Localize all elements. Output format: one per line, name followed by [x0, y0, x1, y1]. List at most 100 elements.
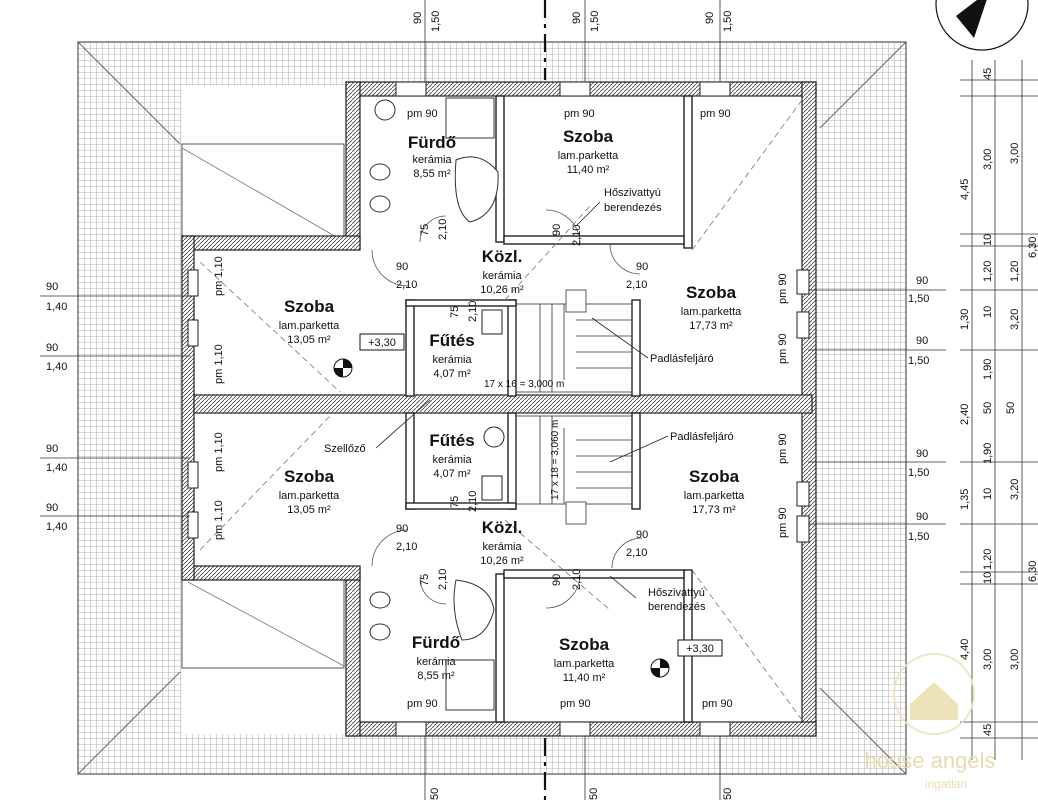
vent-label: Szellőző — [324, 443, 366, 455]
dim-label: 4,40 — [959, 639, 971, 660]
left-dim: 90 — [46, 443, 58, 455]
door-width: 75 — [419, 574, 431, 586]
room-labels: Fürdő kerámia 8,55 m² Szoba lam.parketta… — [279, 127, 745, 684]
opening-pm110: pm 1,10 — [213, 432, 225, 472]
room-area: 11,40 m² — [567, 164, 610, 176]
room-name: Szoba — [686, 283, 737, 302]
bottom-window-dims: 50 50 50 — [424, 736, 734, 800]
opening-pm90: pm 90 — [564, 108, 595, 120]
attic-stair-label: Padlásfeljáró — [670, 431, 734, 443]
stair-bottom-label: 17 x 18 = 3,060 m — [550, 420, 561, 500]
right-dim: 1,50 — [908, 355, 929, 367]
room-area: 10,26 m² — [480, 284, 524, 296]
stair-top-label: 17 x 16 = 3,000 m — [484, 379, 564, 390]
dim-label: 1,90 — [982, 443, 994, 464]
dim-label: 10 — [982, 572, 994, 584]
dim-label: 2,40 — [959, 404, 971, 425]
windows-right — [187, 81, 810, 737]
room-material: lam.parketta — [554, 658, 615, 670]
stairs — [515, 289, 633, 525]
dim-label: 3,00 — [1009, 143, 1021, 164]
room-area: 4,07 m² — [433, 368, 471, 380]
right-dim: 1,50 — [908, 467, 929, 479]
opening-pm90: pm 90 — [407, 108, 438, 120]
top-dim: 1,50 — [589, 11, 601, 32]
door-height: 2,10 — [396, 541, 417, 553]
callouts — [375, 201, 669, 599]
watermark-logo: house angels ingatlan — [865, 653, 996, 791]
opening-pm90: pm 90 — [407, 698, 438, 710]
dim-label: 1,30 — [959, 309, 971, 330]
north-arrow-icon — [935, 0, 1029, 51]
left-dim: 1,40 — [46, 301, 67, 313]
dim-label: 6,30 — [1027, 237, 1038, 258]
dim-label: 3,00 — [982, 649, 994, 670]
opening-pm110: pm 1,10 — [213, 500, 225, 540]
opening-pm90: pm 90 — [777, 433, 789, 464]
room-area: 11,40 m² — [563, 672, 606, 684]
room-area: 4,07 m² — [433, 468, 471, 480]
room-area: 17,73 m² — [689, 320, 733, 332]
room-material: kerámia — [412, 154, 452, 166]
right-window-dims — [808, 289, 946, 525]
door-width: 90 — [396, 261, 408, 273]
room-material: kerámia — [482, 541, 522, 553]
top-dim: 90 — [704, 12, 716, 24]
door-height: 2,10 — [467, 491, 479, 512]
door-width: 90 — [551, 224, 563, 236]
heat-pump-label: Hőszivattyú — [648, 587, 705, 599]
exterior-walls — [181, 81, 817, 737]
dim-label: 1,20 — [982, 549, 994, 570]
door-width: 75 — [449, 496, 461, 508]
opening-pm90: pm 90 — [702, 698, 733, 710]
heat-pump-label: berendezés — [648, 601, 706, 613]
room-material: kerámia — [432, 354, 472, 366]
room-name: Szoba — [563, 127, 614, 146]
room-material: lam.parketta — [684, 490, 745, 502]
dim-label: 1,90 — [982, 359, 994, 380]
dim-label: 10 — [982, 488, 994, 500]
dim-label: 1,35 — [959, 489, 971, 510]
dim-label: 1,20 — [1009, 261, 1021, 282]
bottom-dim: 50 — [722, 788, 734, 800]
door-height: 2,10 — [571, 225, 583, 246]
opening-pm90: pm 90 — [560, 698, 591, 710]
bottom-dim: 50 — [429, 788, 441, 800]
right-dim: 90 — [916, 335, 928, 347]
room-material: kerámia — [432, 454, 472, 466]
heat-pump-label: Hőszivattyú — [604, 187, 661, 199]
dim-label: 3,20 — [1009, 479, 1021, 500]
door-width: 90 — [636, 261, 648, 273]
right-dim: 1,50 — [908, 293, 929, 305]
left-dim: 90 — [46, 342, 58, 354]
level-marker-top: +3,30 — [333, 333, 405, 378]
opening-pm110: pm 1,10 — [213, 256, 225, 296]
room-name: Fürdő — [412, 633, 460, 652]
dim-label: 45 — [982, 724, 994, 736]
room-name: Közl. — [482, 518, 523, 537]
room-name: Szoba — [284, 467, 335, 486]
room-name: Közl. — [482, 247, 523, 266]
door-height: 2,10 — [626, 547, 647, 559]
room-material: lam.parketta — [279, 320, 340, 332]
boiler-top — [481, 309, 503, 335]
room-material: kerámia — [482, 270, 522, 282]
opening-pm90: pm 90 — [700, 108, 731, 120]
top-dim: 90 — [571, 12, 583, 24]
boiler-bottom — [481, 475, 503, 501]
room-material: lam.parketta — [558, 150, 619, 162]
left-dim: 90 — [46, 281, 58, 293]
dim-label: 10 — [982, 234, 994, 246]
top-dim: 90 — [412, 12, 424, 24]
watermark-text: house angels — [865, 748, 996, 773]
left-dim: 1,40 — [46, 521, 67, 533]
right-dim: 1,50 — [908, 531, 929, 543]
level-top: +3,30 — [368, 337, 396, 349]
room-name: Fürdő — [408, 133, 456, 152]
roof-ridges — [77, 41, 907, 775]
door-height: 2,10 — [396, 279, 417, 291]
party-wall — [193, 394, 813, 414]
void-lines — [199, 99, 803, 721]
room-name: Szoba — [689, 467, 740, 486]
